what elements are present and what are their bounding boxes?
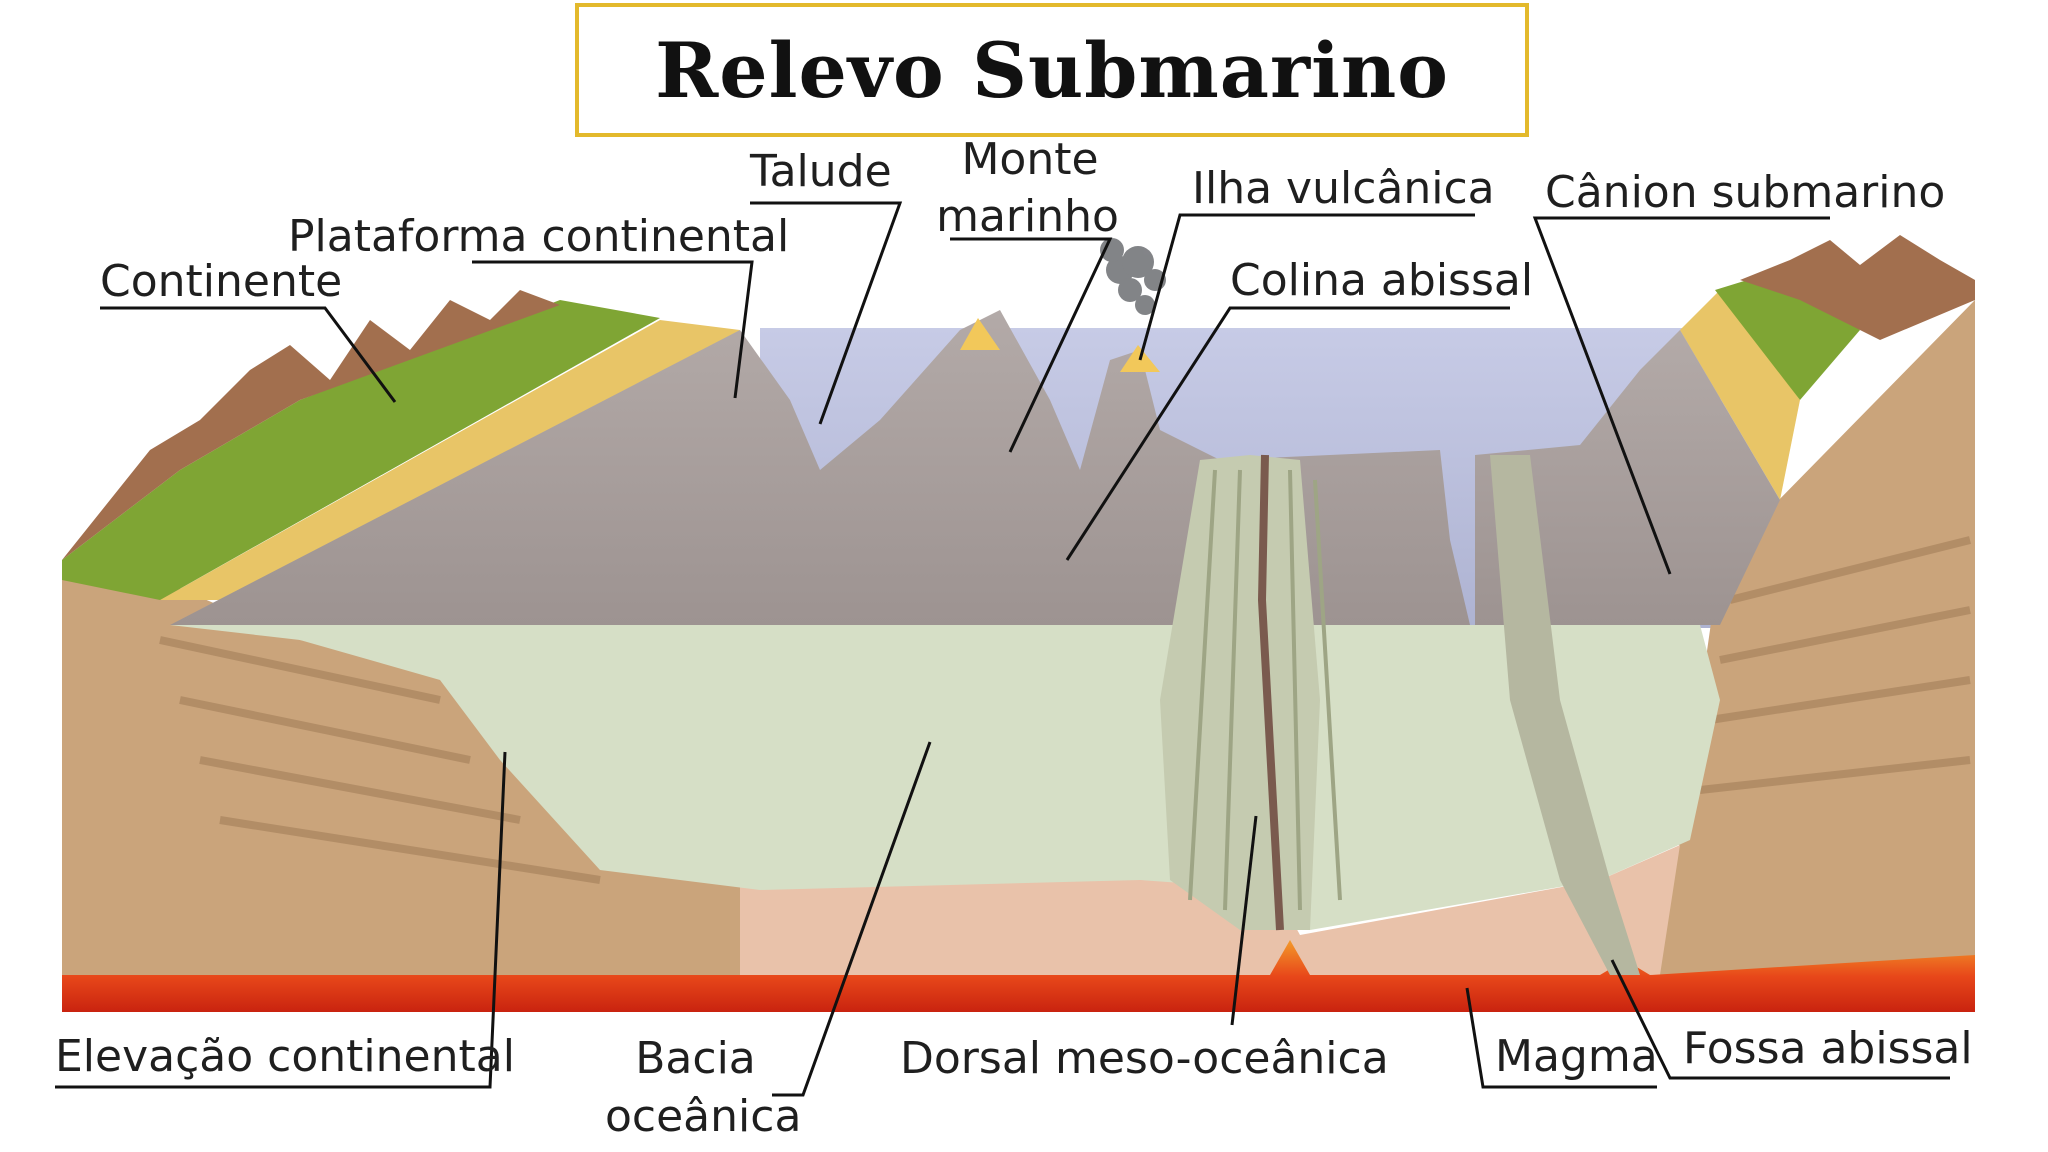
leader-canion — [1532, 216, 1830, 575]
label-bacia-oceanica-line2: oceânica — [605, 1091, 802, 1142]
leader-continente — [100, 306, 397, 403]
mid-ocean-ridge — [1160, 455, 1320, 930]
label-monte-marinho-line2: marinho — [936, 191, 1119, 242]
label-canion-submarino: Cânion submarino — [1545, 167, 1946, 218]
abyssal-trench — [1490, 455, 1640, 975]
abyssal-plain — [170, 625, 1720, 930]
ridge-rift — [1257, 454, 1284, 931]
left-vegetation — [62, 300, 660, 600]
leader-magma — [1465, 987, 1657, 1089]
seamount-peak — [960, 318, 1000, 350]
leader-elevacao — [55, 751, 507, 1089]
leader-fossa — [1610, 959, 1950, 1080]
continental-shelf — [170, 310, 1470, 625]
label-monte-marinho-line1: Monte — [961, 134, 1099, 185]
leader-plataforma — [472, 260, 754, 399]
oceanic-lower-crust — [740, 845, 1680, 975]
left-mountains — [62, 290, 560, 560]
label-plataforma-continental: Plataforma continental — [288, 211, 790, 262]
volcano-smoke — [1100, 238, 1166, 315]
leader-bacia — [772, 741, 932, 1097]
label-dorsal-meso-oceanica: Dorsal meso-oceânica — [900, 1033, 1389, 1084]
title-box: Relevo Submarino — [575, 3, 1529, 137]
label-talude: Talude — [750, 146, 892, 197]
label-fossa-abissal: Fossa abissal — [1683, 1023, 1973, 1074]
label-elevacao-continental: Elevação continental — [55, 1031, 515, 1082]
right-sand-strip — [1680, 290, 1800, 500]
label-magma: Magma — [1495, 1031, 1658, 1082]
label-colina-abissal: Colina abissal — [1230, 255, 1534, 306]
left-sand-strip — [160, 320, 740, 600]
left-crust-strata — [159, 636, 601, 884]
right-vegetation — [1715, 270, 1860, 400]
magma-layer — [62, 940, 1975, 1012]
leader-talude — [750, 201, 903, 425]
right-crust-strata — [1699, 536, 1971, 794]
label-ilha-vulcanica: Ilha vulcânica — [1192, 163, 1495, 214]
ridge-furrows — [1188, 469, 1342, 911]
diagram-title: Relevo Submarino — [655, 25, 1449, 115]
leader-monte-marinho — [950, 237, 1113, 453]
right-mountains — [1740, 235, 1975, 340]
leader-dorsal — [1230, 815, 1258, 1026]
leader-ilha-vulcanica — [1138, 213, 1475, 361]
leader-colina-abissal — [1065, 306, 1510, 561]
label-continente: Continente — [100, 256, 343, 307]
label-bacia-oceanica-line1: Bacia — [635, 1033, 756, 1084]
right-slope — [1475, 330, 1780, 625]
